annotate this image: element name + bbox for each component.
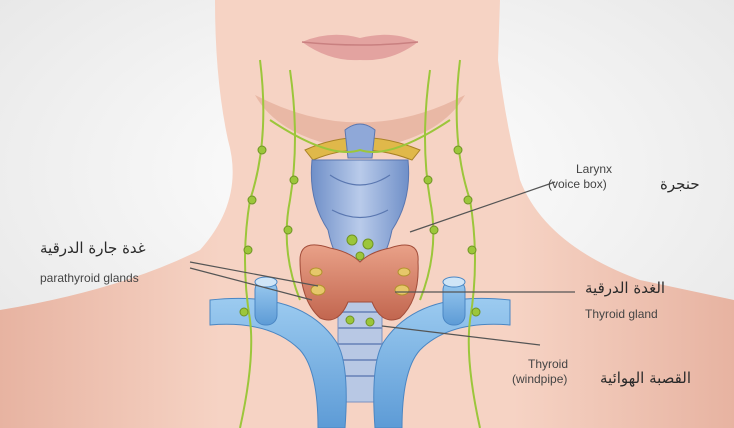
windpipe-label-en-line2: (windpipe) [512,373,567,387]
larynx-label-en-line1: Larynx [576,163,612,177]
parathyroid-label-ar: غدة جارة الدرقية [40,240,146,257]
thyroid-gland-label-ar: الغدة الدرقية [585,280,665,297]
windpipe-label-ar: القصبة الهوائية [600,370,691,387]
thyroid-gland-label-en: Thyroid gland [585,308,658,322]
larynx-label-ar: حنجرة [660,176,700,193]
larynx-label-en-line2: (voice box) [548,178,607,192]
windpipe-label-en-line1: Thyroid [528,358,568,372]
parathyroid-label-en: parathyroid glands [40,272,139,286]
